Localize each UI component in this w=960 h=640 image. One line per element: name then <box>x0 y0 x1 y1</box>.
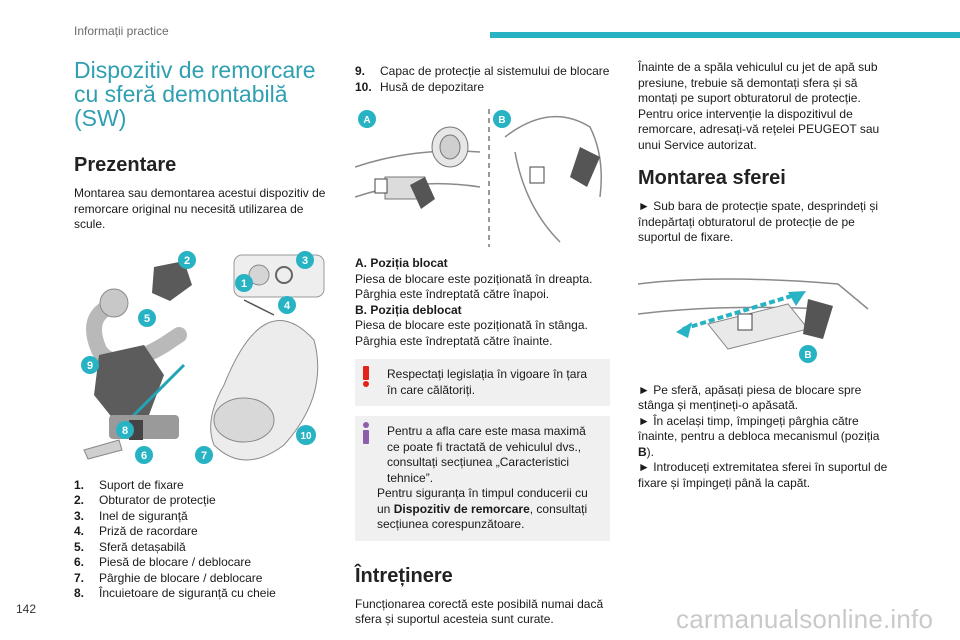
lock-positions-illustration: A B <box>355 109 602 247</box>
list-item: 9.Capac de protecție al sistemului de bl… <box>355 64 610 78</box>
info-text-1: Pentru a afla care este masa maximă ce p… <box>387 424 586 485</box>
list-item: 7.Pârghie de blocare / deblocare <box>74 570 263 585</box>
callout-2: 2 <box>184 255 190 267</box>
components-list-continued: 9.Capac de protecție al sistemului de bl… <box>355 64 610 95</box>
position-b-label: B <box>804 350 811 361</box>
heading-montarea-sferei: Montarea sferei <box>638 167 786 189</box>
maintenance-paragraph: Funcționarea corectă este posibilă numai… <box>355 596 604 627</box>
list-item: 5.Sferă detașabilă <box>74 539 186 554</box>
list-item: 2.Obturator de protecție <box>74 493 216 507</box>
column-3: Înainte de a spăla vehiculul cu jet de a… <box>638 56 893 491</box>
warning-text: Respectați legislația în vigoare în țara… <box>387 367 588 397</box>
step-4: ► Introduceți extremitatea sferei în sup… <box>638 460 888 490</box>
position-a-line1: Piesa de blocare este poziționată în dre… <box>355 271 593 286</box>
column-2: 9.Capac de protecție al sistemului de bl… <box>355 56 610 628</box>
list-item: 4.Priză de racordare <box>74 524 198 538</box>
position-b-title: B. Poziția deblocat <box>355 302 462 317</box>
lock-positions-figure: A B <box>355 107 610 252</box>
position-a-label: A <box>363 115 370 126</box>
callout-5: 5 <box>144 313 150 325</box>
info-icon <box>363 422 369 444</box>
washing-paragraph: Înainte de a spăla vehiculul cu jet de a… <box>638 60 880 152</box>
page-number: 142 <box>16 602 37 616</box>
intro-paragraph: Montarea sau demontarea acestui dispozit… <box>74 186 326 231</box>
heading-prezentare: Prezentare <box>74 154 177 176</box>
warning-box: Respectați legislația în vigoare în țara… <box>355 359 610 406</box>
towbar-components-illustration: 2 3 1 4 5 9 8 6 7 10 <box>74 244 329 470</box>
position-b-line1: Piesa de blocare este poziționată în stâ… <box>355 318 588 332</box>
callout-9: 9 <box>87 360 93 372</box>
list-item: 6.Piesă de blocare / deblocare <box>74 555 252 569</box>
header-accent-bar <box>490 32 960 38</box>
callout-8: 8 <box>122 425 128 437</box>
remove-plug-illustration: B <box>638 277 869 363</box>
components-list: 1.Suport de fixare 2.Obturator de protec… <box>74 478 329 602</box>
section-header: Informații practice <box>74 24 169 38</box>
step-2: ► Pe sferă, apăsați piesa de blocare spr… <box>638 382 862 413</box>
list-item: 8.Încuietoare de siguranță cu cheie <box>74 586 276 600</box>
callout-10: 10 <box>300 431 312 442</box>
callout-3: 3 <box>302 255 308 267</box>
callout-1: 1 <box>241 278 247 290</box>
info-box: Pentru a afla care este masa maximă ce p… <box>355 416 610 541</box>
remove-plug-figure: B <box>638 254 893 369</box>
step-3: ► În același timp, împingeți pârghia căt… <box>638 413 880 459</box>
list-item: 10.Husă de depozitare <box>355 79 485 94</box>
position-a-line2: Pârghia este îndreptată către înapoi. <box>355 287 550 301</box>
position-a-title: A. Poziția blocat <box>355 256 448 270</box>
list-item: 3.Inel de siguranță <box>74 508 188 523</box>
page-title: Dispozitiv de remorcare cu sferă demonta… <box>74 57 316 131</box>
watermark: carmanualsonline.info <box>676 604 934 634</box>
step-1: ► Sub bara de protecție spate, desprinde… <box>638 199 879 244</box>
position-b-label: B <box>498 115 505 126</box>
callout-4: 4 <box>284 300 291 312</box>
heading-intretinere: Întreținere <box>355 564 453 587</box>
warning-icon <box>363 366 369 387</box>
towbar-components-figure: 2 3 1 4 5 9 8 6 7 10 <box>74 244 329 470</box>
column-1: Dispozitiv de remorcare cu sferă demonta… <box>74 56 329 602</box>
callout-6: 6 <box>141 450 147 462</box>
callout-2-circle <box>178 250 196 269</box>
list-item: 1.Suport de fixare <box>74 477 184 492</box>
callout-7: 7 <box>201 450 207 462</box>
info-text-2: Pentru siguranța în timpul conducerii cu… <box>377 486 588 531</box>
position-b-line2: Pârghia este îndreptată către înainte. <box>355 333 553 348</box>
